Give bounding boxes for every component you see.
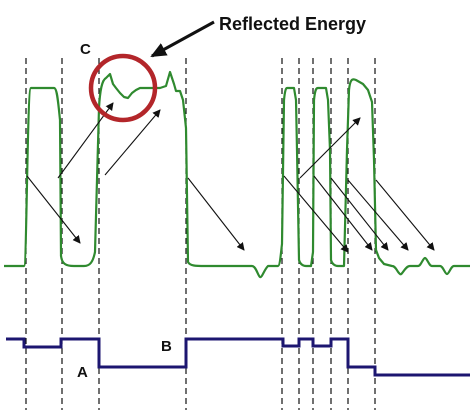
label-c: C <box>80 41 91 58</box>
upper-waveform <box>4 70 470 279</box>
lower-waveform <box>6 337 470 377</box>
highlight-circle <box>88 53 158 123</box>
arrow-reflection <box>299 117 361 179</box>
arrow-incident <box>187 177 245 251</box>
arrow-incident <box>375 179 435 251</box>
arrow-reflection <box>104 109 161 176</box>
annotation-title: Reflected Energy <box>219 14 366 34</box>
guide-lines <box>25 58 376 410</box>
arrow-incident <box>347 179 409 251</box>
arrow-incident <box>283 175 349 253</box>
arrow-incident <box>330 177 389 251</box>
arrow-incident <box>313 175 373 251</box>
label-a: A <box>77 364 88 381</box>
annotation-pointer-arrow <box>150 20 215 58</box>
reflection-arrows <box>26 102 435 253</box>
arrow-incident <box>26 175 81 244</box>
label-b: B <box>161 338 172 355</box>
